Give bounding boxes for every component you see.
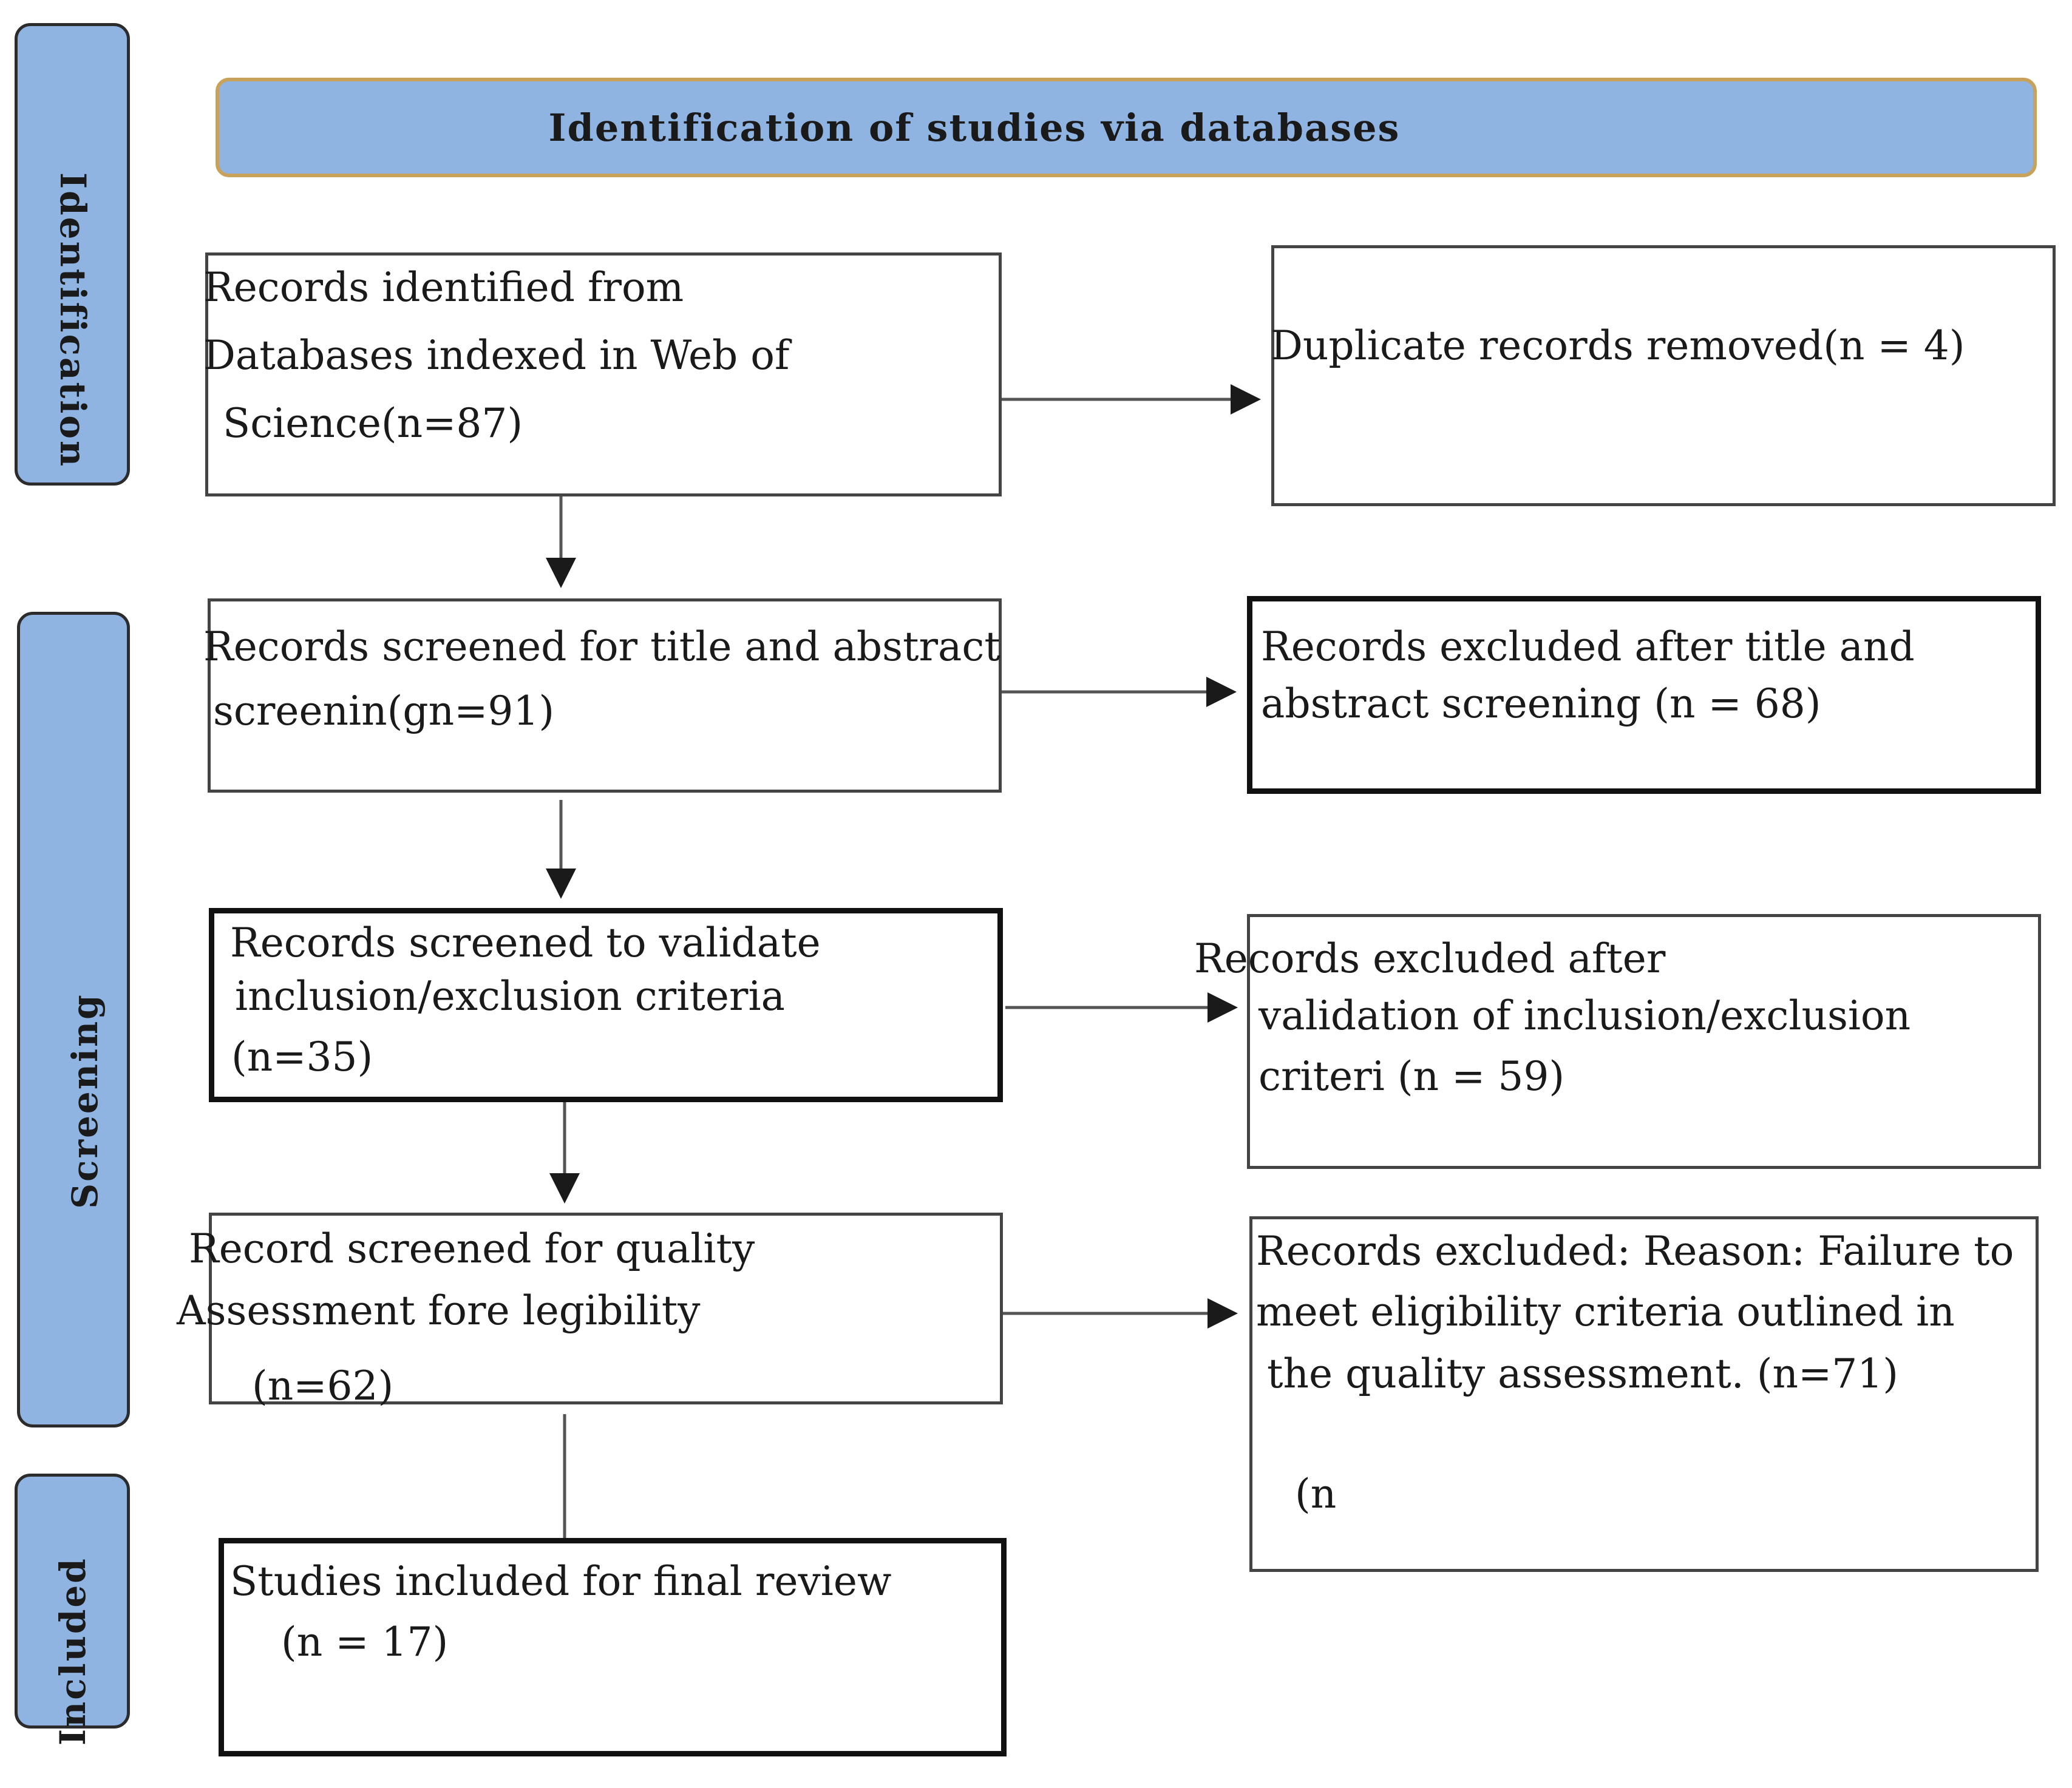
box-text: Science(n=87) bbox=[223, 400, 523, 447]
box-screened-quality: Record screened for quality Assessment f… bbox=[177, 1213, 1003, 1409]
box-text: (n bbox=[1295, 1471, 1337, 1517]
box-screened-title-abstract: Records screened for title and abstract … bbox=[203, 598, 1002, 793]
box-text: Studies included for final review bbox=[230, 1558, 892, 1605]
box-records-identified: Records identified from Databases indexe… bbox=[203, 252, 1002, 496]
box-text: Records excluded: Reason: Failure to bbox=[1256, 1228, 2014, 1275]
box-excluded-quality: Records excluded: Reason: Failure to mee… bbox=[1249, 1216, 2039, 1572]
box-text: validation of inclusion/exclusion bbox=[1258, 992, 1911, 1039]
box-text: Records excluded after bbox=[1194, 935, 1666, 982]
box-excluded-title-abstract: Records excluded after title and abstrac… bbox=[1247, 596, 2041, 794]
phase-bar-identification bbox=[15, 23, 130, 486]
phase-bar-screening bbox=[17, 612, 130, 1427]
header-banner: Identification of studies via databases bbox=[216, 78, 2037, 177]
box-text: the quality assessment. (n=71) bbox=[1267, 1350, 1898, 1397]
box-text: Records screened for title and abstract bbox=[203, 623, 1000, 670]
box-screened-validate: Records screened to validate inclusion/e… bbox=[209, 908, 1003, 1102]
box-text: inclusion/exclusion criteria bbox=[235, 973, 785, 1020]
box-text: Records screened to validate bbox=[230, 919, 821, 966]
box-text: (n = 17) bbox=[281, 1619, 449, 1665]
phase-bar-included bbox=[15, 1474, 130, 1729]
box-text: Records excluded after title and bbox=[1261, 623, 1915, 670]
box-text: Assessment fore legibility bbox=[177, 1287, 701, 1334]
box-text: Records identified from bbox=[203, 264, 684, 311]
header-title: Identification of studies via databases bbox=[548, 105, 1401, 150]
box-text: (n=62) bbox=[252, 1363, 394, 1409]
box-excluded-validation: Records excluded after validation of inc… bbox=[1194, 914, 2041, 1169]
box-text: criteri (n = 59) bbox=[1258, 1053, 1565, 1100]
box-included-final: Studies included for final review (n = 1… bbox=[219, 1538, 1007, 1756]
box-text: screenin(gn=91) bbox=[213, 688, 555, 734]
box-text: Duplicate records removed(n = 4) bbox=[1271, 322, 1965, 369]
box-duplicates-removed: Duplicate records removed(n = 4) bbox=[1271, 245, 2056, 506]
box-text: Databases indexed in Web of bbox=[203, 332, 790, 379]
box-text: Record screened for quality bbox=[189, 1225, 755, 1272]
box-text: meet eligibility criteria outlined in bbox=[1256, 1289, 1955, 1335]
box-text: (n=35) bbox=[231, 1034, 373, 1080]
box-text: abstract screening (n = 68) bbox=[1261, 680, 1821, 727]
